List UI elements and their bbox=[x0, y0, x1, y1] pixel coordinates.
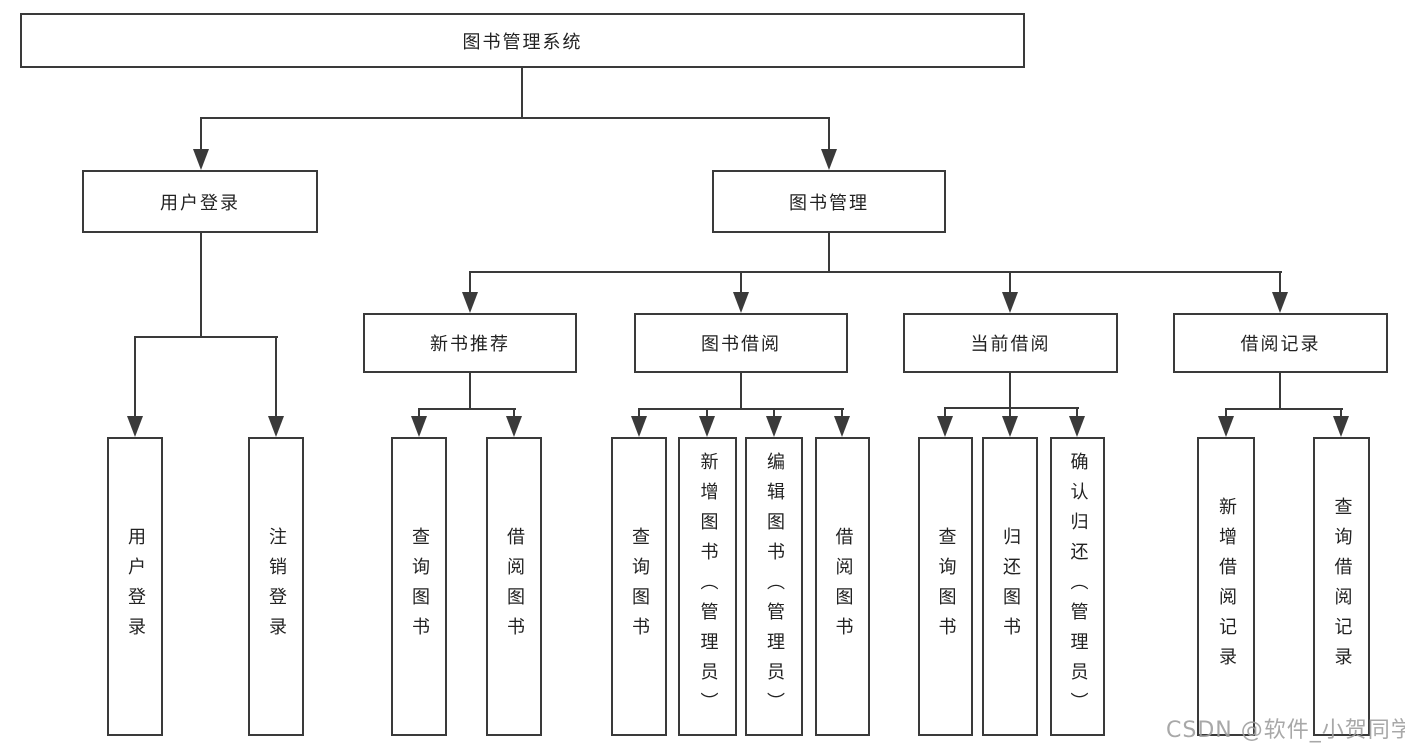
connector-root-stem bbox=[521, 68, 523, 118]
connector-new-book-down bbox=[469, 373, 471, 409]
connector-user-login-down bbox=[200, 233, 202, 337]
connector-stem-user-login bbox=[200, 117, 202, 151]
leaf-bb-edit-books-admin: 编辑图书（管理员） bbox=[745, 437, 803, 736]
arrow-to-bb-query bbox=[631, 416, 647, 437]
connector-stem-br-query bbox=[1340, 408, 1342, 418]
arrow-to-bb-edit bbox=[766, 416, 782, 437]
leaf-bb-borrow-books-label: 借阅图书 bbox=[832, 526, 854, 647]
arrow-to-bb-add bbox=[699, 416, 715, 437]
arrow-to-book-borrowing bbox=[733, 292, 749, 313]
leaf-br-query-borrow-record-label: 查询借阅记录 bbox=[1331, 496, 1353, 677]
arrow-to-cb-query bbox=[937, 416, 953, 437]
leaf-bb-edit-books-admin-label: 编辑图书（管理员） bbox=[764, 451, 785, 722]
leaf-cb-query-books-label: 查询图书 bbox=[935, 526, 957, 647]
connector-stem-bb-add bbox=[706, 408, 708, 418]
leaf-nb-borrow-books: 借阅图书 bbox=[486, 437, 542, 736]
leaf-br-add-borrow-record-label: 新增借阅记录 bbox=[1216, 496, 1237, 677]
connector-borrowing-records-down bbox=[1279, 373, 1281, 409]
leaf-user-login: 用户登录 bbox=[107, 437, 163, 736]
arrow-to-book-management bbox=[821, 149, 837, 170]
arrow-to-bb-borrow bbox=[834, 416, 850, 437]
leaf-logout: 注销登录 bbox=[248, 437, 304, 736]
connector-user-login-split bbox=[134, 336, 278, 338]
connector-level2-split bbox=[469, 271, 1282, 273]
leaf-bb-add-books-admin: 新增图书（管理员） bbox=[678, 437, 737, 736]
arrow-to-new-book bbox=[462, 292, 478, 313]
connector-stem-cb-query bbox=[944, 407, 946, 418]
connector-stem-bb-query bbox=[638, 408, 640, 418]
arrow-to-leaf-user-login bbox=[127, 416, 143, 437]
leaf-logout-label: 注销登录 bbox=[266, 526, 287, 647]
connector-stem-nb-borrow bbox=[513, 408, 515, 418]
connector-stem-bb-edit bbox=[773, 408, 775, 418]
leaf-bb-query-books: 查询图书 bbox=[611, 437, 667, 736]
arrow-to-user-login bbox=[193, 149, 209, 170]
node-borrowing-records: 借阅记录 bbox=[1173, 313, 1388, 373]
connector-current-borrowing-down bbox=[1009, 373, 1011, 408]
arrow-to-br-query bbox=[1333, 416, 1349, 437]
leaf-user-login-label: 用户登录 bbox=[125, 526, 146, 647]
connector-stem-current-borrowing bbox=[1009, 271, 1011, 295]
leaf-nb-query-books-label: 查询图书 bbox=[409, 526, 430, 647]
arrow-to-cb-confirm bbox=[1069, 416, 1085, 437]
connector-borrowing-records-split bbox=[1225, 408, 1343, 410]
connector-stem-br-add bbox=[1225, 408, 1227, 418]
arrow-to-nb-query bbox=[411, 416, 427, 437]
connector-stem-new-book bbox=[469, 271, 471, 295]
connector-current-borrowing-split bbox=[944, 407, 1079, 409]
connector-stem-leaf-user-login bbox=[134, 336, 136, 418]
connector-book-borrowing-down bbox=[740, 373, 742, 409]
leaf-cb-return-books-label: 归还图书 bbox=[1000, 526, 1021, 647]
connector-book-borrowing-split bbox=[638, 408, 844, 410]
connector-stem-nb-query bbox=[418, 408, 420, 418]
connector-stem-book-management bbox=[828, 117, 830, 151]
node-book-borrowing: 图书借阅 bbox=[634, 313, 848, 373]
node-book-management-module: 图书管理 bbox=[712, 170, 946, 233]
leaf-nb-borrow-books-label: 借阅图书 bbox=[504, 526, 525, 647]
leaf-bb-query-books-label: 查询图书 bbox=[629, 526, 650, 647]
arrow-to-nb-borrow bbox=[506, 416, 522, 437]
connector-stem-book-borrowing bbox=[740, 271, 742, 295]
leaf-nb-query-books: 查询图书 bbox=[391, 437, 447, 736]
leaf-cb-confirm-return-admin-label: 确认归还（管理员） bbox=[1067, 451, 1089, 722]
leaf-bb-borrow-books: 借阅图书 bbox=[815, 437, 870, 736]
csdn-watermark: CSDN @软件_小贺同学 bbox=[1166, 718, 1405, 743]
leaf-br-query-borrow-record: 查询借阅记录 bbox=[1313, 437, 1370, 736]
connector-stem-cb-confirm bbox=[1076, 407, 1078, 418]
leaf-cb-query-books: 查询图书 bbox=[918, 437, 973, 736]
arrow-to-cb-return bbox=[1002, 416, 1018, 437]
leaf-cb-confirm-return-admin: 确认归还（管理员） bbox=[1050, 437, 1105, 736]
node-current-borrowing: 当前借阅 bbox=[903, 313, 1118, 373]
connector-stem-bb-borrow bbox=[841, 408, 843, 418]
arrow-to-leaf-logout bbox=[268, 416, 284, 437]
connector-stem-leaf-logout bbox=[275, 336, 277, 418]
connector-new-book-split bbox=[418, 408, 516, 410]
leaf-bb-add-books-admin-label: 新增图书（管理员） bbox=[697, 451, 719, 722]
node-user-login-module: 用户登录 bbox=[82, 170, 318, 233]
connector-book-management-down bbox=[828, 233, 830, 273]
leaf-cb-return-books: 归还图书 bbox=[982, 437, 1038, 736]
arrow-to-current-borrowing bbox=[1002, 292, 1018, 313]
arrow-to-br-add bbox=[1218, 416, 1234, 437]
connector-stem-cb-return bbox=[1009, 407, 1011, 418]
node-root-book-management-system: 图书管理系统 bbox=[20, 13, 1025, 68]
connector-stem-borrowing-records bbox=[1279, 271, 1281, 295]
leaf-br-add-borrow-record: 新增借阅记录 bbox=[1197, 437, 1255, 736]
connector-level1-split bbox=[200, 117, 830, 119]
arrow-to-borrowing-records bbox=[1272, 292, 1288, 313]
node-new-book-recommend: 新书推荐 bbox=[363, 313, 577, 373]
